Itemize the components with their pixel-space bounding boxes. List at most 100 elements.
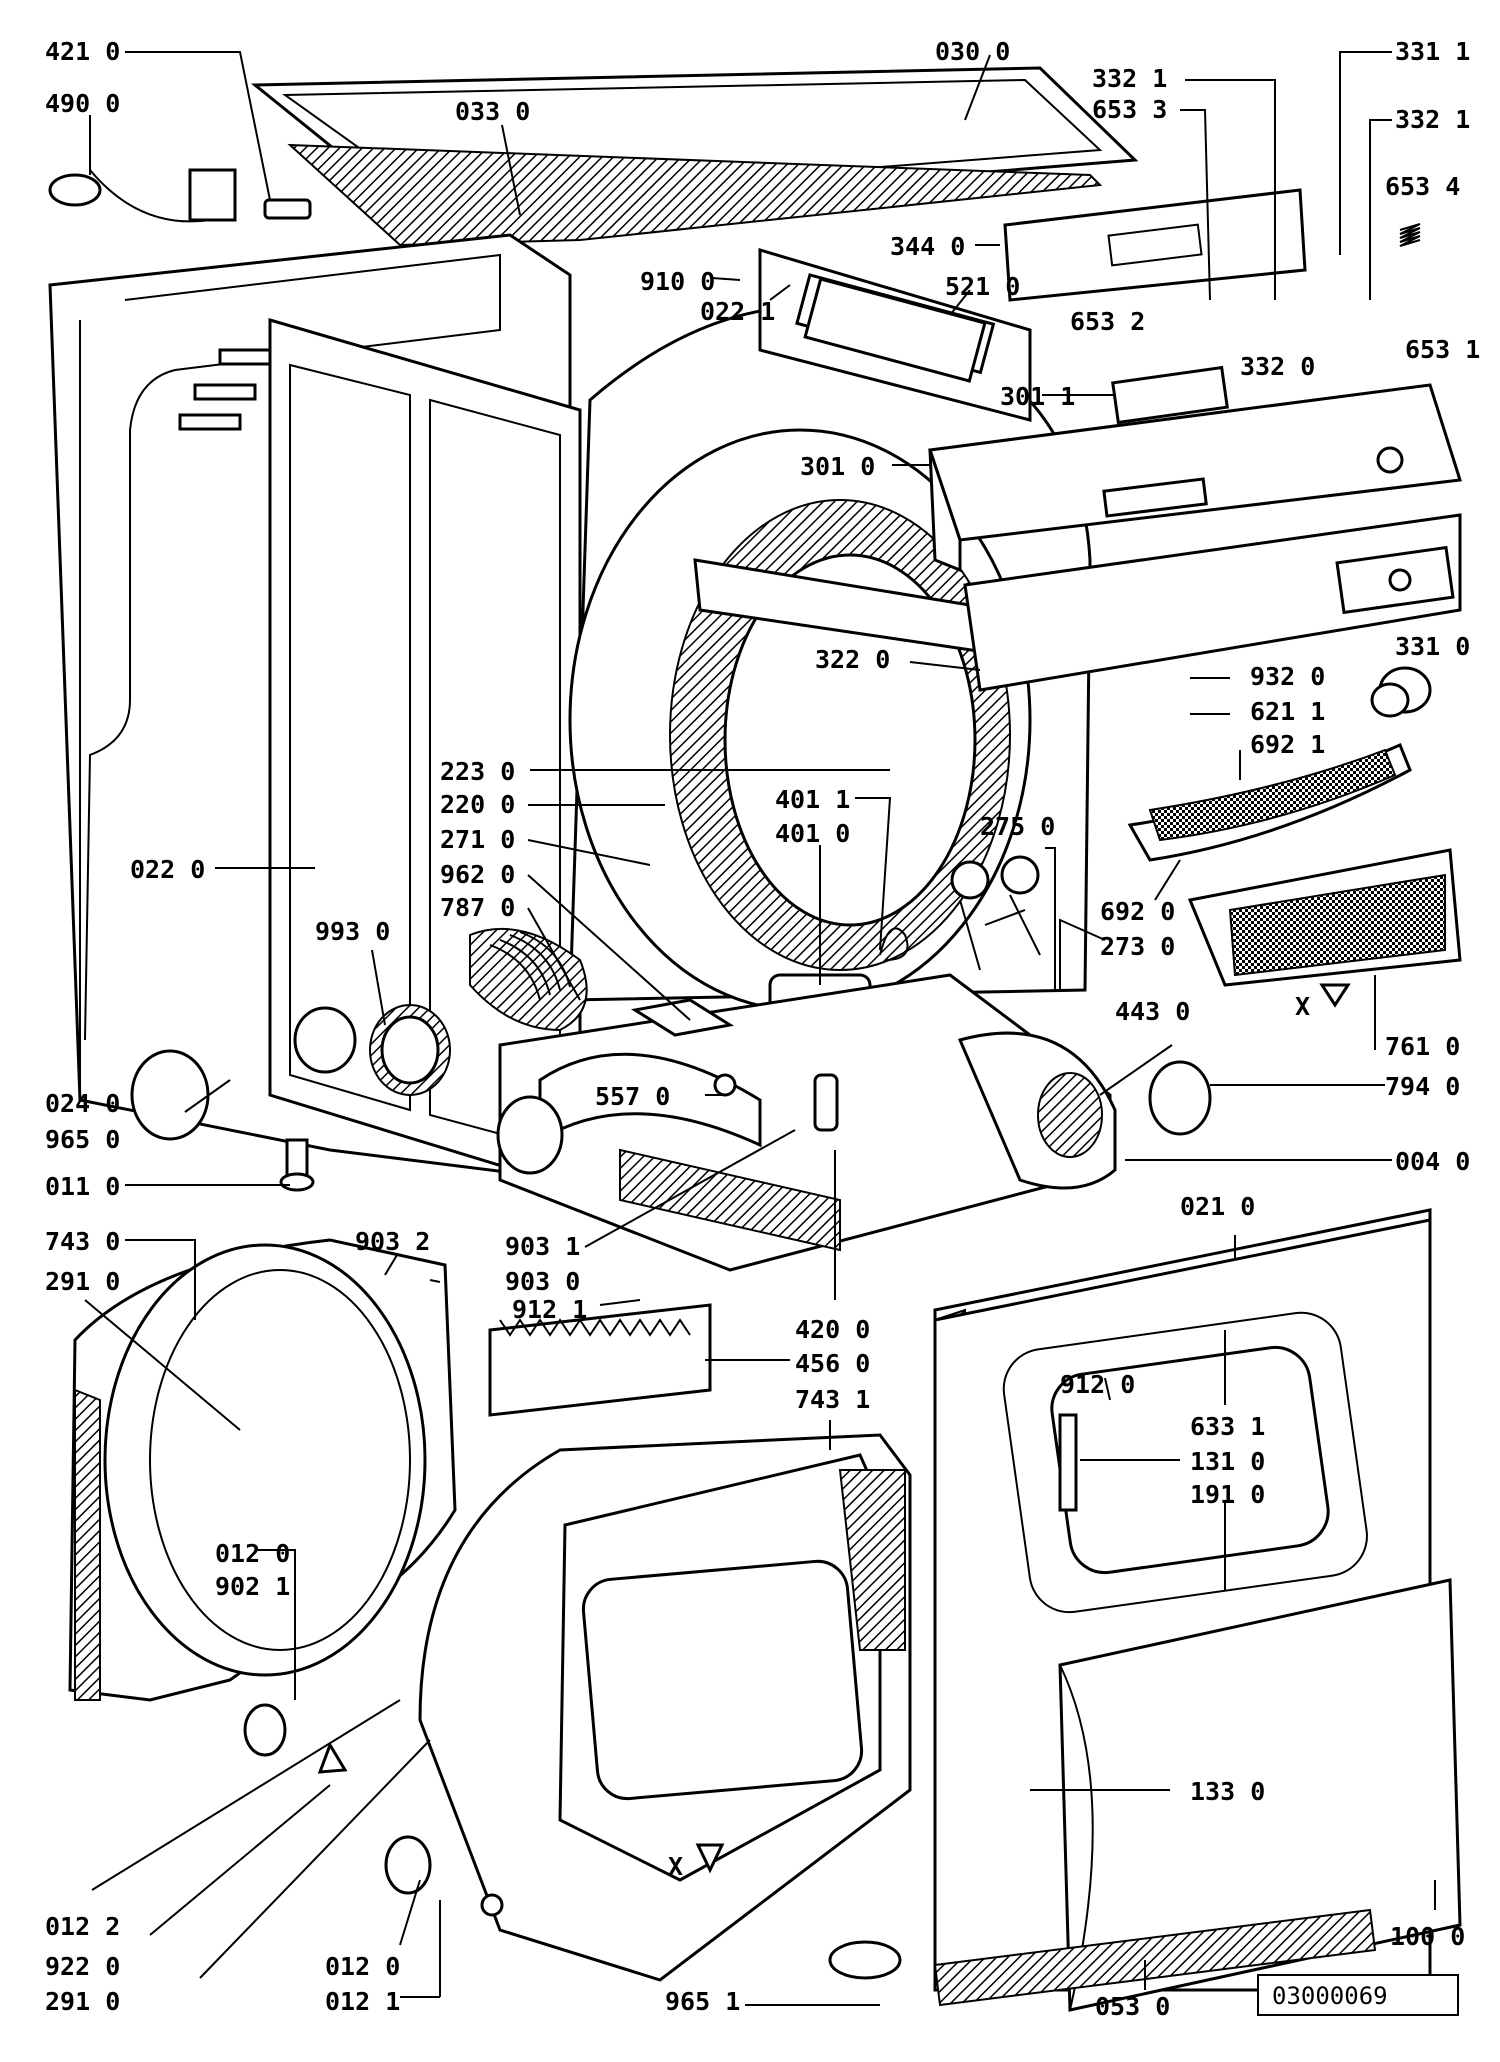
fluff-filter xyxy=(1127,742,1412,862)
label-653-2: 653 2 xyxy=(1070,307,1145,336)
label-490-0: 490 0 xyxy=(45,89,120,118)
label-220-0: 220 0 xyxy=(440,790,515,819)
label-021-0: 021 0 xyxy=(1180,1192,1255,1221)
label-011-0: 011 0 xyxy=(45,1172,120,1201)
label-332-0: 332 0 xyxy=(1240,352,1315,381)
label-965-1: 965 1 xyxy=(665,1987,740,2016)
clip-part xyxy=(263,198,312,220)
spring xyxy=(1399,223,1421,247)
bearing-seal xyxy=(384,1835,432,1895)
label-962-0: 962 0 xyxy=(440,860,515,889)
label-033-0: 033 0 xyxy=(455,97,530,126)
label-223-0: 223 0 xyxy=(440,757,515,786)
label-291-0-b: 291 0 xyxy=(45,1987,120,2016)
label-965-0: 965 0 xyxy=(45,1125,120,1154)
hinge-assembly xyxy=(950,855,1041,971)
heating-element xyxy=(488,1303,712,1417)
label-133-0: 133 0 xyxy=(1190,1777,1265,1806)
label-421-0: 421 0 xyxy=(45,37,120,66)
direction-arrow-3 xyxy=(317,1741,348,1774)
label-932-0: 932 0 xyxy=(1250,662,1325,691)
label-024-0: 024 0 xyxy=(45,1089,120,1118)
door xyxy=(1058,1578,1462,2012)
screw xyxy=(279,1138,315,1192)
label-621-1: 621 1 xyxy=(1250,697,1325,726)
leader-lines xyxy=(79,51,1436,2006)
switch-insert xyxy=(1111,365,1229,425)
label-653-4: 653 4 xyxy=(1385,172,1460,201)
heater-coil xyxy=(469,927,588,1032)
label-004-0: 004 0 xyxy=(1395,1147,1470,1176)
electronic-board xyxy=(1003,188,1307,302)
sensor xyxy=(813,1073,839,1132)
filter-cover xyxy=(1187,848,1462,987)
label-443-0: 443 0 xyxy=(1115,997,1190,1026)
label-012-0-a: 012 0 xyxy=(215,1539,290,1568)
label-022-1: 022 1 xyxy=(700,297,775,326)
direction-mark-x-1: X xyxy=(1295,992,1310,1021)
label-273-0: 273 0 xyxy=(1100,932,1175,961)
label-557-0: 557 0 xyxy=(595,1082,670,1111)
label-332-1-a: 332 1 xyxy=(1092,64,1167,93)
label-993-0: 993 0 xyxy=(315,917,390,946)
rear-drum-housing xyxy=(418,1433,912,1982)
wire-clip xyxy=(879,927,909,961)
label-456-0: 456 0 xyxy=(795,1349,870,1378)
label-903-0: 903 0 xyxy=(505,1267,580,1296)
label-271-0: 271 0 xyxy=(440,825,515,854)
label-761-0: 761 0 xyxy=(1385,1032,1460,1061)
callout-labels: 421 0 490 0 033 0 030 0 332 1 653 3 331 … xyxy=(45,37,1480,2021)
label-301-0: 301 0 xyxy=(800,452,875,481)
rear-wall xyxy=(68,1238,457,1757)
label-301-1: 301 1 xyxy=(1000,382,1075,411)
label-291-0-a: 291 0 xyxy=(45,1267,120,1296)
label-012-1: 012 1 xyxy=(325,1987,400,2016)
label-053-0: 053 0 xyxy=(1095,1992,1170,2021)
label-912-1: 912 1 xyxy=(512,1295,587,1324)
label-401-0: 401 0 xyxy=(775,819,850,848)
top-cover xyxy=(250,66,1139,247)
label-633-1: 633 1 xyxy=(1190,1412,1265,1441)
label-794-0: 794 0 xyxy=(1385,1072,1460,1101)
label-521-0: 521 0 xyxy=(945,272,1020,301)
label-100-0: 100 0 xyxy=(1390,1922,1465,1951)
label-012-2: 012 2 xyxy=(45,1912,120,1941)
kick-plate xyxy=(933,1908,1377,2007)
label-030-0: 030 0 xyxy=(935,37,1010,66)
label-903-2: 903 2 xyxy=(355,1227,430,1256)
ring-nut xyxy=(480,1893,504,1917)
label-191-0: 191 0 xyxy=(1190,1480,1265,1509)
label-922-0: 922 0 xyxy=(45,1952,120,1981)
document-number-box: 03000069 xyxy=(1257,1974,1459,2016)
label-131-0: 131 0 xyxy=(1190,1447,1265,1476)
label-653-3: 653 3 xyxy=(1092,95,1167,124)
label-322-0: 322 0 xyxy=(815,645,890,674)
thermostat xyxy=(713,1073,737,1097)
knob xyxy=(1370,666,1432,718)
label-910-0: 910 0 xyxy=(640,267,715,296)
label-743-1: 743 1 xyxy=(795,1385,870,1414)
base-frame xyxy=(496,973,1117,1272)
label-420-0: 420 0 xyxy=(795,1315,870,1344)
control-panel xyxy=(928,383,1462,573)
label-331-0: 331 0 xyxy=(1395,632,1470,661)
label-401-1: 401 1 xyxy=(775,785,850,814)
power-cable xyxy=(48,168,237,223)
cap xyxy=(130,1049,210,1141)
label-653-1: 653 1 xyxy=(1405,335,1480,364)
label-902-1: 902 1 xyxy=(215,1572,290,1601)
label-692-1: 692 1 xyxy=(1250,730,1325,759)
label-912-0: 912 0 xyxy=(1060,1370,1135,1399)
label-692-0: 692 0 xyxy=(1100,897,1175,926)
label-012-0-b: 012 0 xyxy=(325,1952,400,1981)
label-743-0: 743 0 xyxy=(45,1227,120,1256)
label-344-0: 344 0 xyxy=(890,232,965,261)
label-332-1-b: 332 1 xyxy=(1395,105,1470,134)
label-275-0: 275 0 xyxy=(980,812,1055,841)
label-903-1: 903 1 xyxy=(505,1232,580,1261)
label-022-0: 022 0 xyxy=(130,855,205,884)
label-331-1: 331 1 xyxy=(1395,37,1470,66)
front-fascia xyxy=(963,513,1462,692)
direction-mark-x-2: X xyxy=(668,1852,683,1881)
